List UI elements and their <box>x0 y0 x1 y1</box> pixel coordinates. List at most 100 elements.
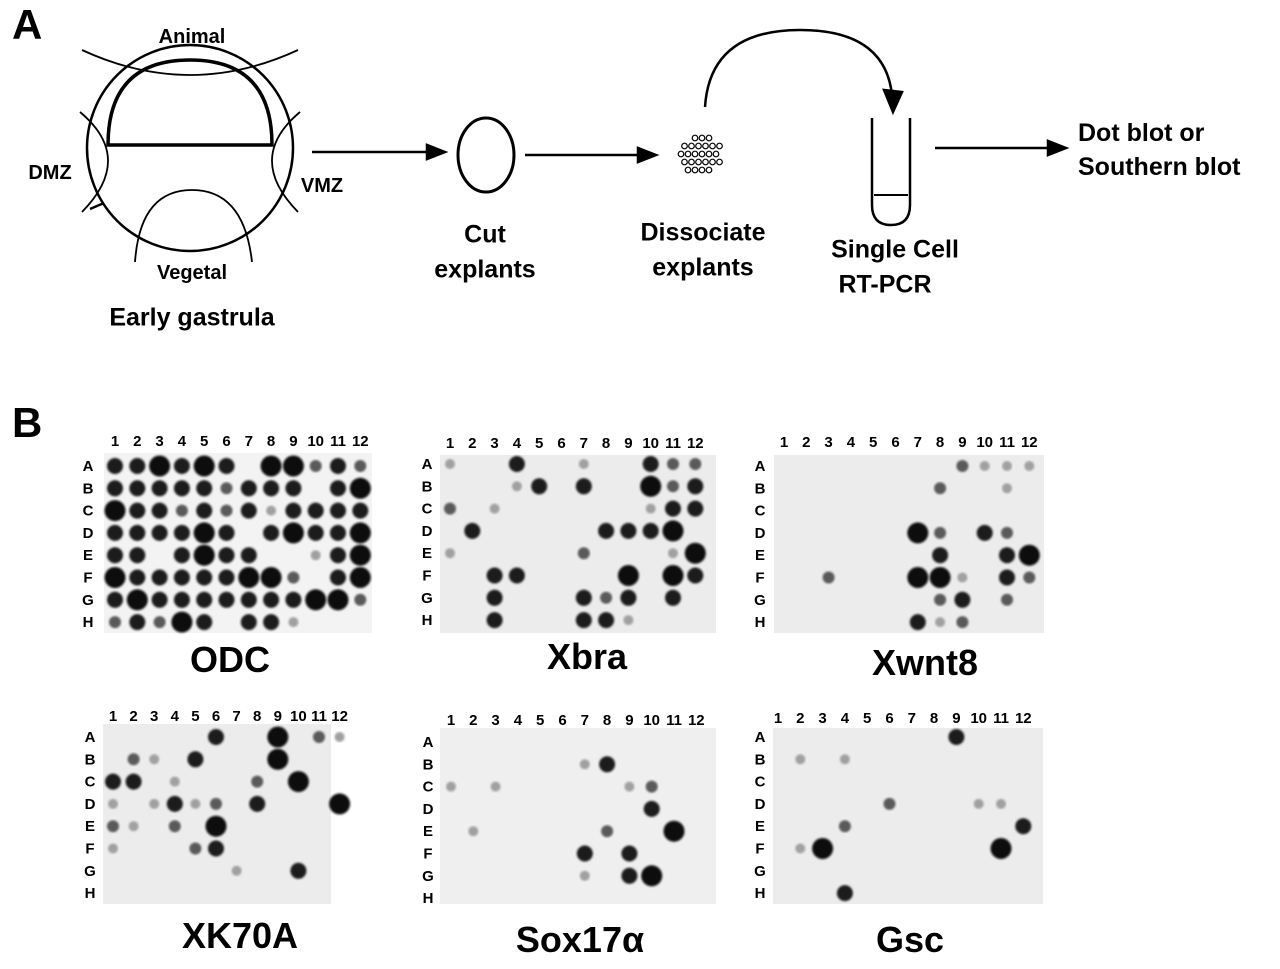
cell-icon <box>698 150 706 158</box>
column-label: 9 <box>952 710 960 727</box>
cell-icon <box>716 142 723 150</box>
dot-B3 <box>149 754 160 765</box>
dot-A9 <box>282 455 304 477</box>
row-label: G <box>84 863 96 880</box>
dot-C9 <box>285 502 302 519</box>
dot-G10 <box>290 862 307 879</box>
blastopore-lip <box>89 201 105 211</box>
column-label: 1 <box>774 710 782 727</box>
row-label: D <box>755 796 766 813</box>
dmz-label: DMZ <box>28 162 72 184</box>
cell-icon <box>681 142 688 150</box>
column-label: 7 <box>232 708 240 725</box>
dot-B9 <box>285 480 302 497</box>
cell-icon <box>688 142 695 150</box>
dot-F4 <box>173 569 190 586</box>
dot-E12 <box>349 544 371 566</box>
dot-B2 <box>127 753 140 766</box>
dot-H9 <box>623 615 634 626</box>
column-label: 10 <box>643 712 660 729</box>
dot-E10 <box>310 550 321 561</box>
column-label: 11 <box>330 433 346 450</box>
column-label: 10 <box>970 710 987 727</box>
dot-E7 <box>240 547 257 564</box>
row-label: C <box>755 503 766 520</box>
dot-E2 <box>468 826 479 837</box>
row-label: C <box>423 779 434 796</box>
gene-label-xk70a: XK70A <box>181 915 299 956</box>
column-label: 12 <box>352 433 369 450</box>
cell-icon <box>705 134 713 142</box>
gene-label-xwnt8: Xwnt8 <box>871 642 979 683</box>
dot-C1 <box>444 502 456 515</box>
dot-B6 <box>220 482 233 495</box>
dot-H8 <box>935 617 946 628</box>
dot-B7 <box>240 480 257 497</box>
panel-b-letter: B <box>12 399 43 446</box>
row-label: F <box>422 568 431 585</box>
dot-D5 <box>190 798 201 809</box>
dot-F3 <box>151 569 168 586</box>
column-label: 2 <box>802 434 810 451</box>
row-label: C <box>85 774 96 791</box>
column-label: 4 <box>171 708 180 725</box>
dot-C10 <box>307 502 324 519</box>
membrane <box>104 453 372 633</box>
cell-icon <box>698 166 706 174</box>
dot-F2 <box>795 843 806 854</box>
dot-C11 <box>330 502 346 519</box>
cell-icon <box>702 142 709 150</box>
dot-B4 <box>173 480 190 497</box>
column-label: 3 <box>824 434 832 451</box>
dot-E5 <box>193 544 215 566</box>
panel-a-diagram <box>79 28 1070 263</box>
column-label: 8 <box>253 708 261 725</box>
row-label: D <box>83 525 94 542</box>
rtpcr-label-2: RT-PCR <box>838 270 932 299</box>
column-label: 10 <box>976 434 993 451</box>
column-label: 5 <box>200 433 208 450</box>
column-label: 10 <box>642 435 659 452</box>
dot-G10 <box>305 589 327 611</box>
dot-D7 <box>907 522 929 544</box>
transfer-arrow-curve <box>703 28 894 108</box>
column-label: 2 <box>796 710 804 727</box>
dot-G8 <box>600 591 613 604</box>
dot-B2 <box>129 480 146 497</box>
cell-icon <box>691 134 699 142</box>
dot-A10 <box>309 460 322 472</box>
column-label: 11 <box>666 712 682 729</box>
membrane <box>774 455 1044 633</box>
dot-G2 <box>126 589 148 611</box>
dot-D12 <box>329 793 351 815</box>
dot-E1 <box>107 547 123 564</box>
row-label: D <box>422 523 433 540</box>
dot-C2 <box>125 773 142 790</box>
dot-F9 <box>957 572 968 583</box>
dot-C8 <box>266 505 277 516</box>
row-label: E <box>755 818 765 835</box>
dot-D10 <box>642 522 659 539</box>
column-label: 6 <box>222 433 230 450</box>
dot-F7 <box>576 845 593 862</box>
vmz-arc <box>271 111 301 213</box>
dot-D4 <box>166 795 183 812</box>
column-label: 6 <box>557 435 565 452</box>
dot-F11 <box>330 569 346 586</box>
column-label: 6 <box>891 434 899 451</box>
column-label: 3 <box>491 712 499 729</box>
dot-A6 <box>218 458 235 474</box>
cell-icon <box>691 150 699 158</box>
dmz-arc <box>79 111 109 213</box>
dot-F7 <box>238 567 260 588</box>
dot-F8 <box>929 567 951 588</box>
row-label: G <box>754 863 766 880</box>
dot-D8 <box>249 795 266 812</box>
row-label: F <box>83 570 92 587</box>
dot-D8 <box>263 524 280 541</box>
gene-label-xbra: Xbra <box>546 636 628 677</box>
dot-D10 <box>643 800 660 817</box>
dot-G7 <box>575 589 592 606</box>
dot-C5 <box>196 502 213 519</box>
row-label: B <box>83 480 94 497</box>
